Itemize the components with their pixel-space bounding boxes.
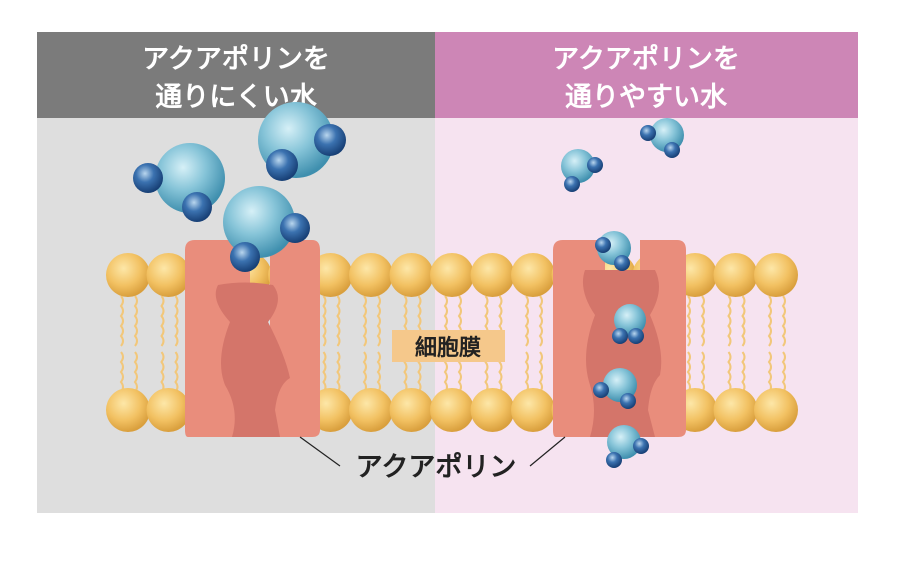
- oxygen-atom: [561, 149, 595, 183]
- lipid-tail: [524, 295, 529, 347]
- lipid-tail: [376, 295, 381, 347]
- water-molecule: [593, 368, 637, 409]
- membrane-label-box: 細胞膜: [392, 330, 505, 362]
- oxygen-atom: [223, 186, 295, 258]
- lipid-tail: [174, 295, 179, 347]
- oxygen-atom: [614, 304, 646, 336]
- lipid-tail: [133, 295, 138, 347]
- lipid-head: [470, 388, 515, 432]
- lipid-tail: [686, 351, 691, 393]
- water-molecule: [258, 102, 346, 181]
- water-molecule: [640, 118, 684, 158]
- hydrogen-atom: [587, 157, 603, 173]
- aquaporin-label: アクアポリン: [356, 452, 517, 483]
- lipid-tail: [133, 351, 138, 393]
- lipid-tail: [336, 295, 341, 347]
- lipid-tail: [362, 351, 367, 393]
- lipid-tail: [119, 295, 124, 347]
- lipid-head: [511, 388, 555, 432]
- water-molecule: [612, 304, 646, 344]
- hydrogen-atom: [133, 163, 163, 193]
- water-molecules: [133, 102, 684, 468]
- right-title-line1: アクアポリンを: [552, 44, 740, 75]
- hydrogen-atom: [182, 192, 212, 222]
- hydrogen-atom: [640, 125, 656, 141]
- lipid-head: [754, 253, 798, 297]
- water-molecule: [133, 143, 225, 222]
- water-molecule: [595, 231, 631, 271]
- lipid-head: [106, 253, 150, 297]
- aquaporin-channel-left: [185, 240, 320, 437]
- hydrogen-atom: [612, 328, 628, 344]
- lipid-tail: [160, 351, 165, 393]
- hydrogen-atom: [606, 452, 622, 468]
- lipid-head: [754, 388, 798, 432]
- lipid-tail: [160, 295, 165, 347]
- hydrogen-atom: [628, 328, 644, 344]
- lipid-tail: [767, 351, 772, 393]
- hydrogen-atom: [266, 149, 298, 181]
- hydrogen-atom: [614, 255, 630, 271]
- lipid-tail: [727, 295, 732, 347]
- hydrogen-atom: [595, 237, 611, 253]
- lipid-tail: [767, 295, 772, 347]
- lipid-tail: [686, 295, 691, 347]
- left-panel-header: [37, 32, 435, 118]
- hydrogen-atom: [593, 382, 609, 398]
- lipid-tail: [700, 351, 705, 393]
- right-panel-header: [435, 32, 858, 118]
- lipid-tail: [741, 295, 746, 347]
- lipid-head: [349, 253, 393, 297]
- water-molecule: [223, 186, 310, 272]
- lipid-tail: [781, 351, 786, 393]
- lipid-head: [430, 388, 474, 432]
- hydrogen-atom: [314, 124, 346, 156]
- water-molecule: [561, 149, 603, 192]
- hydrogen-atom: [633, 438, 649, 454]
- lipid-tail: [174, 351, 179, 393]
- lipid-head: [106, 388, 150, 432]
- membrane-label: 細胞膜: [415, 335, 481, 361]
- lipid-head: [713, 253, 758, 297]
- lipid-tail: [376, 351, 381, 393]
- aquaporin-callout: アクアポリン: [299, 436, 566, 483]
- lipid-head: [146, 388, 191, 432]
- lipid-head: [389, 388, 434, 432]
- lipid-tail: [727, 351, 732, 393]
- lipid-head: [511, 253, 555, 297]
- oxygen-atom: [155, 143, 225, 213]
- water-molecule: [606, 425, 649, 468]
- lipid-head: [430, 253, 474, 297]
- lipid-tail: [362, 295, 367, 347]
- hydrogen-atom: [664, 142, 680, 158]
- lipid-head: [713, 388, 758, 432]
- oxygen-atom: [607, 425, 641, 459]
- lipid-head: [389, 253, 434, 297]
- lipid-tail: [538, 295, 543, 347]
- lipid-tail: [322, 295, 327, 347]
- lipid-head: [470, 253, 515, 297]
- lipid-tail: [781, 295, 786, 347]
- lipid-head: [349, 388, 393, 432]
- lipid-tail: [336, 351, 341, 393]
- right-title-line2: 通りやすい水: [565, 82, 728, 113]
- lipid-tail: [700, 295, 705, 347]
- hydrogen-atom: [280, 213, 310, 243]
- lipid-tail: [741, 351, 746, 393]
- hydrogen-atom: [564, 176, 580, 192]
- hydrogen-atom: [620, 393, 636, 409]
- lipid-tail: [322, 351, 327, 393]
- left-title-line1: アクアポリンを: [142, 44, 330, 75]
- hydrogen-atom: [230, 242, 260, 272]
- lipid-tail: [119, 351, 124, 393]
- lipid-tail: [524, 351, 529, 393]
- lipid-head: [146, 253, 191, 297]
- lipid-tail: [538, 351, 543, 393]
